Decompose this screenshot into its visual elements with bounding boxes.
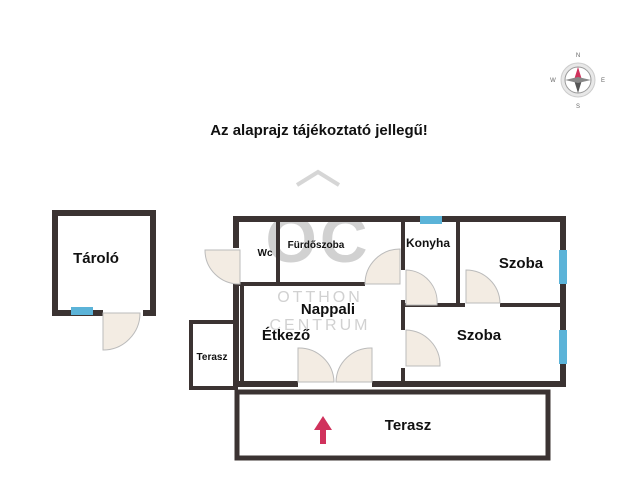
watermark-mark: OC	[266, 202, 371, 276]
compass-w: W	[550, 78, 556, 84]
room-label-terasz-big: Terasz	[385, 417, 431, 434]
storage-building	[52, 210, 156, 351]
door-swing	[102, 312, 141, 351]
door-swings	[204, 248, 501, 383]
small-terrace	[189, 320, 238, 390]
watermark-line2: CENTRUM	[270, 317, 371, 334]
compass-s: S	[576, 104, 580, 110]
compass-n: N	[576, 53, 580, 59]
room-label-etkezo: Étkező	[262, 327, 310, 344]
compass-icon: N E S W	[550, 53, 605, 110]
room-label-konyha: Konyha	[406, 236, 450, 250]
room-label-szoba-2: Szoba	[457, 327, 502, 344]
room-label-furdoszoba: Fürdőszoba	[288, 240, 345, 251]
room-label-szoba-1: Szoba	[499, 255, 544, 272]
compass-e: E	[601, 78, 605, 84]
disclaimer-note: Az alaprajz tájékoztató jellegű!	[210, 122, 428, 139]
window	[71, 307, 93, 315]
room-label-tarolo: Tároló	[73, 250, 119, 267]
room-label-nappali: Nappali	[301, 301, 355, 318]
entrance-arrow-icon	[314, 416, 332, 444]
room-label-wc: Wc	[258, 248, 273, 259]
room-label-terasz-small: Terasz	[197, 352, 228, 363]
watermark-line1: OTTHON	[277, 289, 363, 306]
big-terrace	[234, 389, 551, 461]
watermark-logo: OC OTTHON CENTRUM	[266, 169, 371, 334]
windows	[420, 216, 567, 364]
